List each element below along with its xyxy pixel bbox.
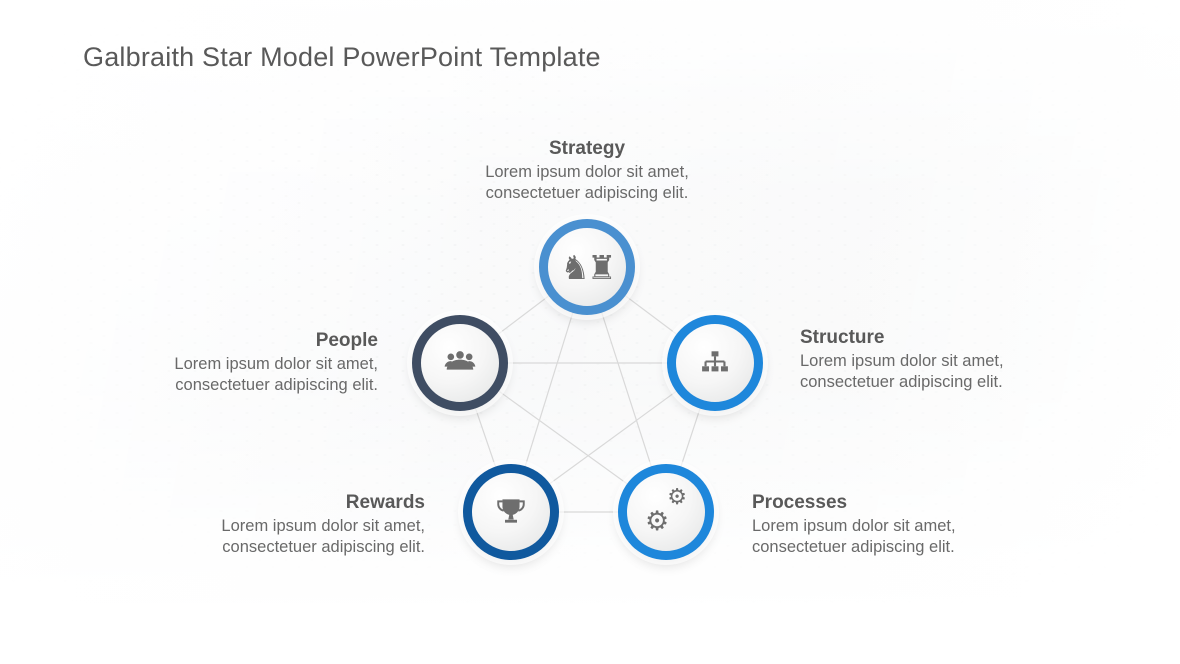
structure-ring xyxy=(667,315,763,411)
people-description: Lorem ipsum dolor sit amet, consectetuer… xyxy=(174,355,378,394)
processes-ring: ⚙ ⚙ xyxy=(618,464,714,560)
trophy-icon xyxy=(493,494,529,530)
small-gear-glyph: ⚙ xyxy=(667,485,687,510)
people-heading: People xyxy=(315,330,378,351)
strategy-description: Lorem ipsum dolor sit amet, consectetuer… xyxy=(485,163,689,202)
strategy-heading: Strategy xyxy=(548,138,626,159)
node-strategy[interactable]: ♞♜ xyxy=(539,219,635,315)
people-text-block[interactable]: People Lorem ipsum dolor sit amet, conse… xyxy=(128,329,378,396)
structure-text-block[interactable]: Structure Lorem ipsum dolor sit amet, co… xyxy=(800,326,1056,393)
people-ring xyxy=(412,315,508,411)
slide-title[interactable]: Galbraith Star Model PowerPoint Template xyxy=(83,42,601,72)
structure-heading: Structure xyxy=(800,327,885,348)
people-icon xyxy=(441,344,479,382)
structure-description: Lorem ipsum dolor sit amet, consectetuer… xyxy=(800,352,1004,391)
node-processes[interactable]: ⚙ ⚙ xyxy=(618,464,714,560)
node-structure[interactable] xyxy=(667,315,763,411)
rewards-ring xyxy=(463,464,559,560)
chess-pieces-icon: ♞♜ xyxy=(560,247,616,287)
gears-icon: ⚙ ⚙ xyxy=(643,485,689,537)
strategy-text-block[interactable]: Strategy Lorem ipsum dolor sit amet, con… xyxy=(437,137,737,204)
rewards-description: Lorem ipsum dolor sit amet, consectetuer… xyxy=(221,517,425,556)
processes-heading: Processes xyxy=(752,492,848,513)
node-people[interactable] xyxy=(412,315,508,411)
org-chart-icon xyxy=(697,345,733,381)
processes-description: Lorem ipsum dolor sit amet, consectetuer… xyxy=(752,517,956,556)
large-gear-glyph: ⚙ xyxy=(645,506,670,537)
processes-text-block[interactable]: Processes Lorem ipsum dolor sit amet, co… xyxy=(752,491,1008,558)
rewards-heading: Rewards xyxy=(345,492,425,513)
rewards-text-block[interactable]: Rewards Lorem ipsum dolor sit amet, cons… xyxy=(175,491,425,558)
strategy-ring: ♞♜ xyxy=(539,219,635,315)
node-rewards[interactable] xyxy=(463,464,559,560)
